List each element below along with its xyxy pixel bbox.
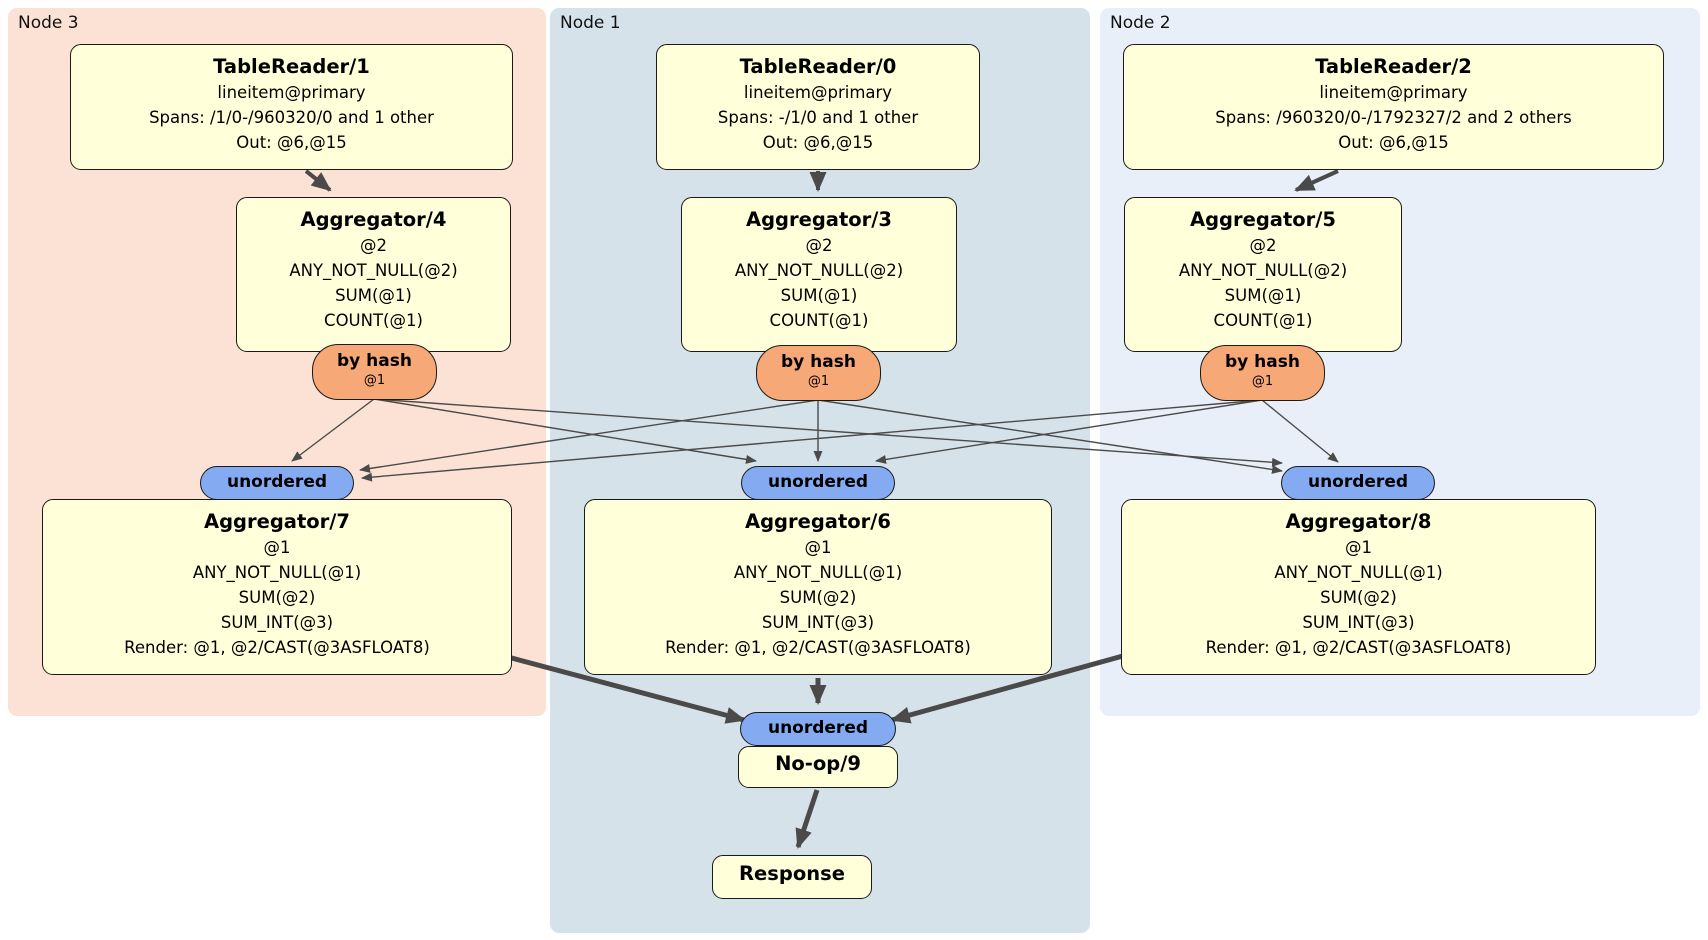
agg-group-cols: @2 <box>360 236 387 255</box>
processor-title: TableReader/0 <box>739 55 897 78</box>
processor-title: Aggregator/5 <box>1190 208 1336 231</box>
node1-region-label: Node 1 <box>560 13 621 33</box>
sync-unordered-node1: unordered <box>741 466 895 500</box>
processor-spans: Spans: /960320/0-/1792327/2 and 2 others <box>1215 108 1572 127</box>
processor-title: Aggregator/7 <box>204 510 350 533</box>
sync-unordered-node2: unordered <box>1281 466 1435 500</box>
agg-fn: ANY_NOT_NULL(@2) <box>1178 261 1348 280</box>
processor-title: TableReader/1 <box>213 55 370 78</box>
node2-region-label: Node 2 <box>1110 13 1171 33</box>
response-node: Response <box>712 855 872 899</box>
sync-unordered-node3: unordered <box>200 466 354 500</box>
processor-noop-9: No-op/9 <box>738 746 898 788</box>
agg-fn: SUM_INT(@3) <box>220 613 334 632</box>
processor-title: Aggregator/3 <box>746 208 892 231</box>
agg-fn: COUNT(@1) <box>1213 311 1313 330</box>
agg-group-cols: @1 <box>1345 538 1372 557</box>
agg-fn: ANY_NOT_NULL(@2) <box>734 261 904 280</box>
agg-fn: SUM_INT(@3) <box>1302 613 1415 632</box>
agg-fn: COUNT(@1) <box>769 311 869 330</box>
sync-label: unordered <box>1307 472 1409 492</box>
agg-fn: SUM(@1) <box>1224 286 1302 305</box>
router-by-hash-node1: by hash @1 <box>756 345 881 401</box>
processor-title: Aggregator/4 <box>300 208 447 231</box>
agg-group-cols: @1 <box>263 538 291 557</box>
router-by-hash-node2: by hash @1 <box>1200 345 1325 401</box>
agg-fn: ANY_NOT_NULL(@1) <box>733 563 903 582</box>
processor-tablereader-0: TableReader/0 lineitem@primary Spans: -/… <box>656 44 980 170</box>
processor-aggregator-4: Aggregator/4 @2 ANY_NOT_NULL(@2) SUM(@1)… <box>236 197 511 352</box>
agg-fn: SUM_INT(@3) <box>761 613 875 632</box>
router-hash-cols: @1 <box>807 374 830 389</box>
router-hash-cols: @1 <box>363 373 386 388</box>
processor-tablereader-2: TableReader/2 lineitem@primary Spans: /9… <box>1123 44 1664 170</box>
router-label: by hash <box>337 351 412 371</box>
agg-fn: ANY_NOT_NULL(@1) <box>1274 563 1443 582</box>
router-label: by hash <box>1225 352 1300 372</box>
agg-fn: SUM(@2) <box>779 588 857 607</box>
processor-aggregator-7: Aggregator/7 @1 ANY_NOT_NULL(@1) SUM(@2)… <box>42 499 512 675</box>
agg-fn: SUM(@1) <box>335 286 412 305</box>
processor-title: Aggregator/6 <box>745 510 891 533</box>
router-by-hash-node3: by hash @1 <box>312 344 437 400</box>
processor-out: Out: @6,@15 <box>236 133 347 152</box>
processor-aggregator-5: Aggregator/5 @2 ANY_NOT_NULL(@2) SUM(@1)… <box>1124 197 1402 352</box>
agg-group-cols: @2 <box>1249 236 1277 255</box>
agg-fn: COUNT(@1) <box>324 311 423 330</box>
processor-out: Out: @6,@15 <box>762 133 874 152</box>
agg-render: Render: @1, @2/CAST(@3ASFLOAT8) <box>665 638 971 657</box>
agg-fn: SUM(@2) <box>238 588 316 607</box>
processor-aggregator-3: Aggregator/3 @2 ANY_NOT_NULL(@2) SUM(@1)… <box>681 197 957 352</box>
agg-fn: ANY_NOT_NULL(@1) <box>192 563 362 582</box>
router-hash-cols: @1 <box>1251 374 1274 389</box>
agg-group-cols: @1 <box>804 538 832 557</box>
processor-spans: Spans: -/1/0 and 1 other <box>717 108 919 127</box>
sync-unordered-final: unordered <box>740 712 896 746</box>
response-title: Response <box>739 862 845 885</box>
processor-tablereader-1: TableReader/1 lineitem@primary Spans: /1… <box>70 44 513 170</box>
processor-title: No-op/9 <box>775 752 861 775</box>
agg-fn: ANY_NOT_NULL(@2) <box>289 261 458 280</box>
processor-title: TableReader/2 <box>1315 55 1472 78</box>
sync-label: unordered <box>226 472 328 492</box>
processor-title: Aggregator/8 <box>1285 510 1432 533</box>
processor-index: lineitem@primary <box>743 83 893 102</box>
processor-aggregator-8: Aggregator/8 @1 ANY_NOT_NULL(@1) SUM(@2)… <box>1121 499 1596 675</box>
agg-render: Render: @1, @2/CAST(@3ASFLOAT8) <box>124 638 430 657</box>
processor-index: lineitem@primary <box>1319 83 1468 102</box>
agg-fn: SUM(@2) <box>1320 588 1397 607</box>
agg-fn: SUM(@1) <box>780 286 858 305</box>
processor-index: lineitem@primary <box>217 83 366 102</box>
sync-label: unordered <box>767 718 869 738</box>
agg-render: Render: @1, @2/CAST(@3ASFLOAT8) <box>1205 638 1512 657</box>
router-label: by hash <box>781 352 856 372</box>
processor-spans: Spans: /1/0-/960320/0 and 1 other <box>149 108 434 127</box>
agg-group-cols: @2 <box>805 236 833 255</box>
processor-out: Out: @6,@15 <box>1338 133 1449 152</box>
node3-region-label: Node 3 <box>18 13 79 33</box>
processor-aggregator-6: Aggregator/6 @1 ANY_NOT_NULL(@1) SUM(@2)… <box>584 499 1052 675</box>
sync-label: unordered <box>767 472 869 492</box>
